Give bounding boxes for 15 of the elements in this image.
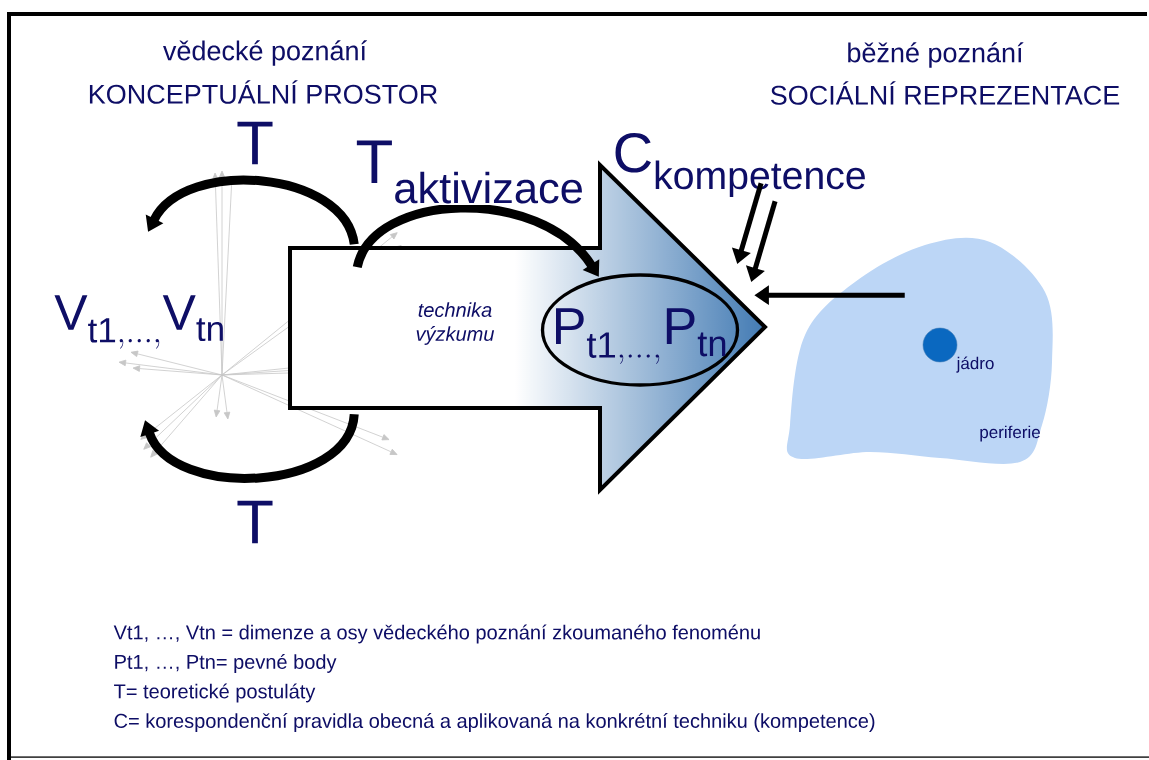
legend-text: Pt1, …, Ptn= pevné body bbox=[115, 654, 337, 673]
heading: SOCIÁLNÍ REPREZENTACE bbox=[770, 81, 1120, 105]
edge-label: T bbox=[234, 499, 276, 545]
vector-label: $\mathrm{V}_{\mathrm{t1},\ldots,}\mathrm{V}_{\mathrm{tn}}$ bbox=[54, 295, 223, 349]
heading: KONCEPTUÁLNÍ PROSTOR bbox=[89, 80, 438, 104]
legend-text: C= korespondenční pravidla obecná a aplikovaná na konkrétní techniku (kompetence) bbox=[114, 713, 875, 732]
node-label: technika výzkumu bbox=[416, 302, 495, 345]
heading: vědecké poznání bbox=[163, 40, 367, 66]
edge-label: T bbox=[234, 120, 276, 166]
heading: běžné poznání bbox=[848, 42, 1024, 68]
legend-text: T= teoretické postuláty bbox=[114, 683, 316, 703]
edge-label: $\mathrm{T}_{\mathrm{aktivizace}}$ bbox=[354, 139, 586, 205]
dot-caption: jádro bbox=[956, 356, 994, 373]
curved-arrow bbox=[140, 413, 359, 483]
legend-text: Vt1, …, Vtn = dimenze a osy vědeckého poznání zkoumaného fenoménu bbox=[113, 624, 760, 644]
